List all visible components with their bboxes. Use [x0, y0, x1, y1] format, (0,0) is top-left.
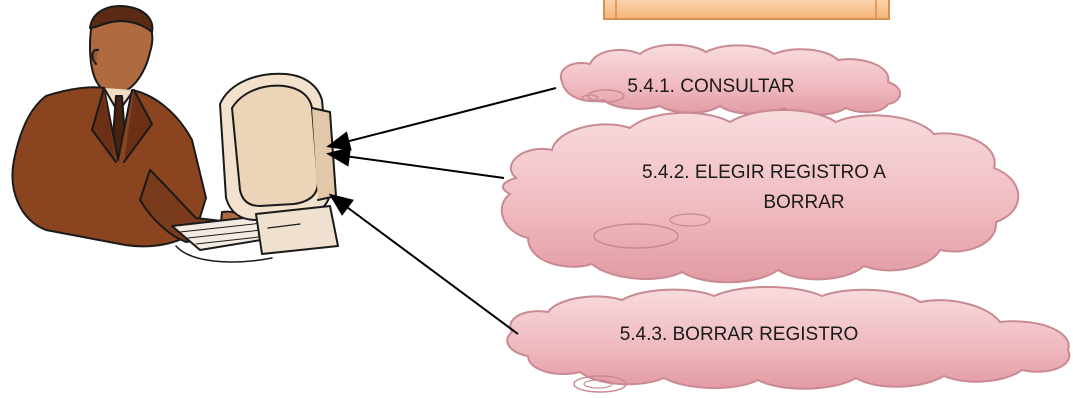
- step-label-line2: BORRAR: [763, 192, 845, 214]
- user-at-computer-icon: [11, 5, 339, 263]
- cloud-elegir-registro: [500, 109, 1020, 284]
- header-box: [603, 0, 890, 20]
- arrow-consultar: [326, 87, 557, 151]
- step-label-text: 5.4.3. BORRAR REGISTRO: [619, 324, 859, 345]
- step-label-borrar-registro: 5.4.3. BORRAR REGISTRO: [574, 320, 904, 350]
- step-label-text: 5.4.1. CONSULTAR: [627, 76, 795, 97]
- step-label-consultar: 5.4.1. CONSULTAR: [596, 72, 826, 102]
- step-label-line1: 5.4.2. ELEGIR REGISTRO A: [642, 162, 886, 183]
- cloud-borrar-registro: [506, 286, 1071, 393]
- arrow-elegir-registro: [326, 146, 505, 179]
- arrow-borrar-registro: [328, 193, 519, 335]
- step-label-elegir-registro: 5.4.2. ELEGIR REGISTRO A BORRAR: [594, 158, 934, 219]
- cloud-consultar: [559, 43, 901, 116]
